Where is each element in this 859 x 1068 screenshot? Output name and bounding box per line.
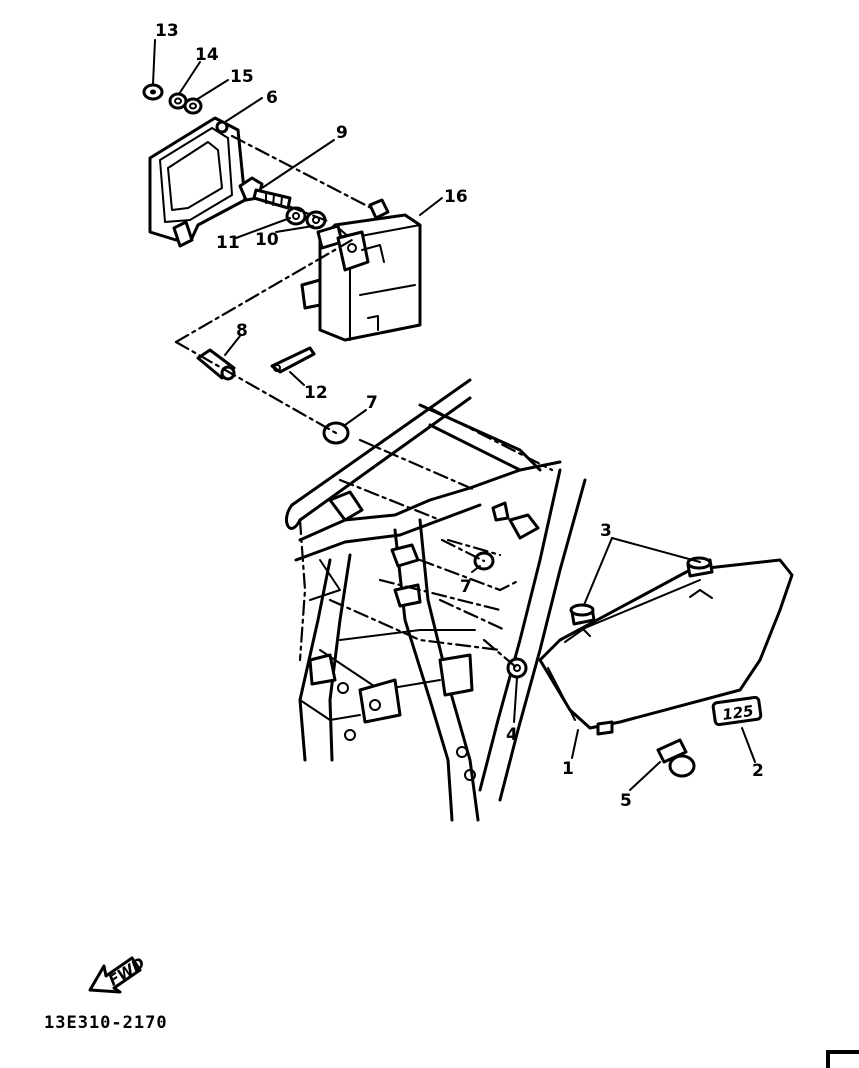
callout-labels: 13 14 15 6 9 16 11 10 8 12 7 7 3 4 1 5 2	[155, 21, 764, 811]
callout-3: 3	[600, 521, 612, 541]
callout-6: 6	[266, 88, 278, 108]
callout-5: 5	[620, 791, 632, 811]
fwd-arrow-icon: FWD	[88, 954, 148, 994]
corner-mark	[826, 1050, 859, 1068]
callout-10: 10	[255, 230, 279, 250]
fwd-arrow-text: FWD	[105, 954, 148, 990]
callout-12: 12	[304, 383, 328, 403]
callout-11: 11	[216, 233, 240, 253]
callout-2: 2	[752, 761, 764, 781]
callout-9: 9	[336, 123, 348, 143]
assembly-lines	[174, 134, 519, 670]
callout-16: 16	[444, 187, 468, 207]
band-12	[270, 346, 316, 374]
callout-1: 1	[562, 759, 574, 779]
side-cover-1	[538, 558, 794, 736]
emblem-2: 125	[711, 695, 763, 727]
emblem-text: 125	[721, 702, 755, 724]
callout-4: 4	[506, 725, 518, 745]
grommets-3	[569, 556, 714, 626]
callout-8: 8	[236, 321, 248, 341]
battery-cover-plate	[148, 116, 247, 248]
hardware-13-15-14	[142, 83, 203, 115]
bolt-5	[656, 738, 696, 778]
frame-drawing	[285, 378, 587, 822]
callout-7-lower: 7	[460, 577, 472, 597]
callout-13: 13	[155, 21, 179, 41]
diagram-code: 13E310-2170	[44, 1013, 168, 1033]
leader-lines	[152, 39, 756, 791]
battery-16	[300, 198, 422, 342]
callout-14: 15	[230, 67, 254, 87]
bolt-9	[238, 176, 292, 210]
callout-7-upper: 7	[366, 393, 378, 413]
callout-15: 14	[195, 45, 219, 65]
